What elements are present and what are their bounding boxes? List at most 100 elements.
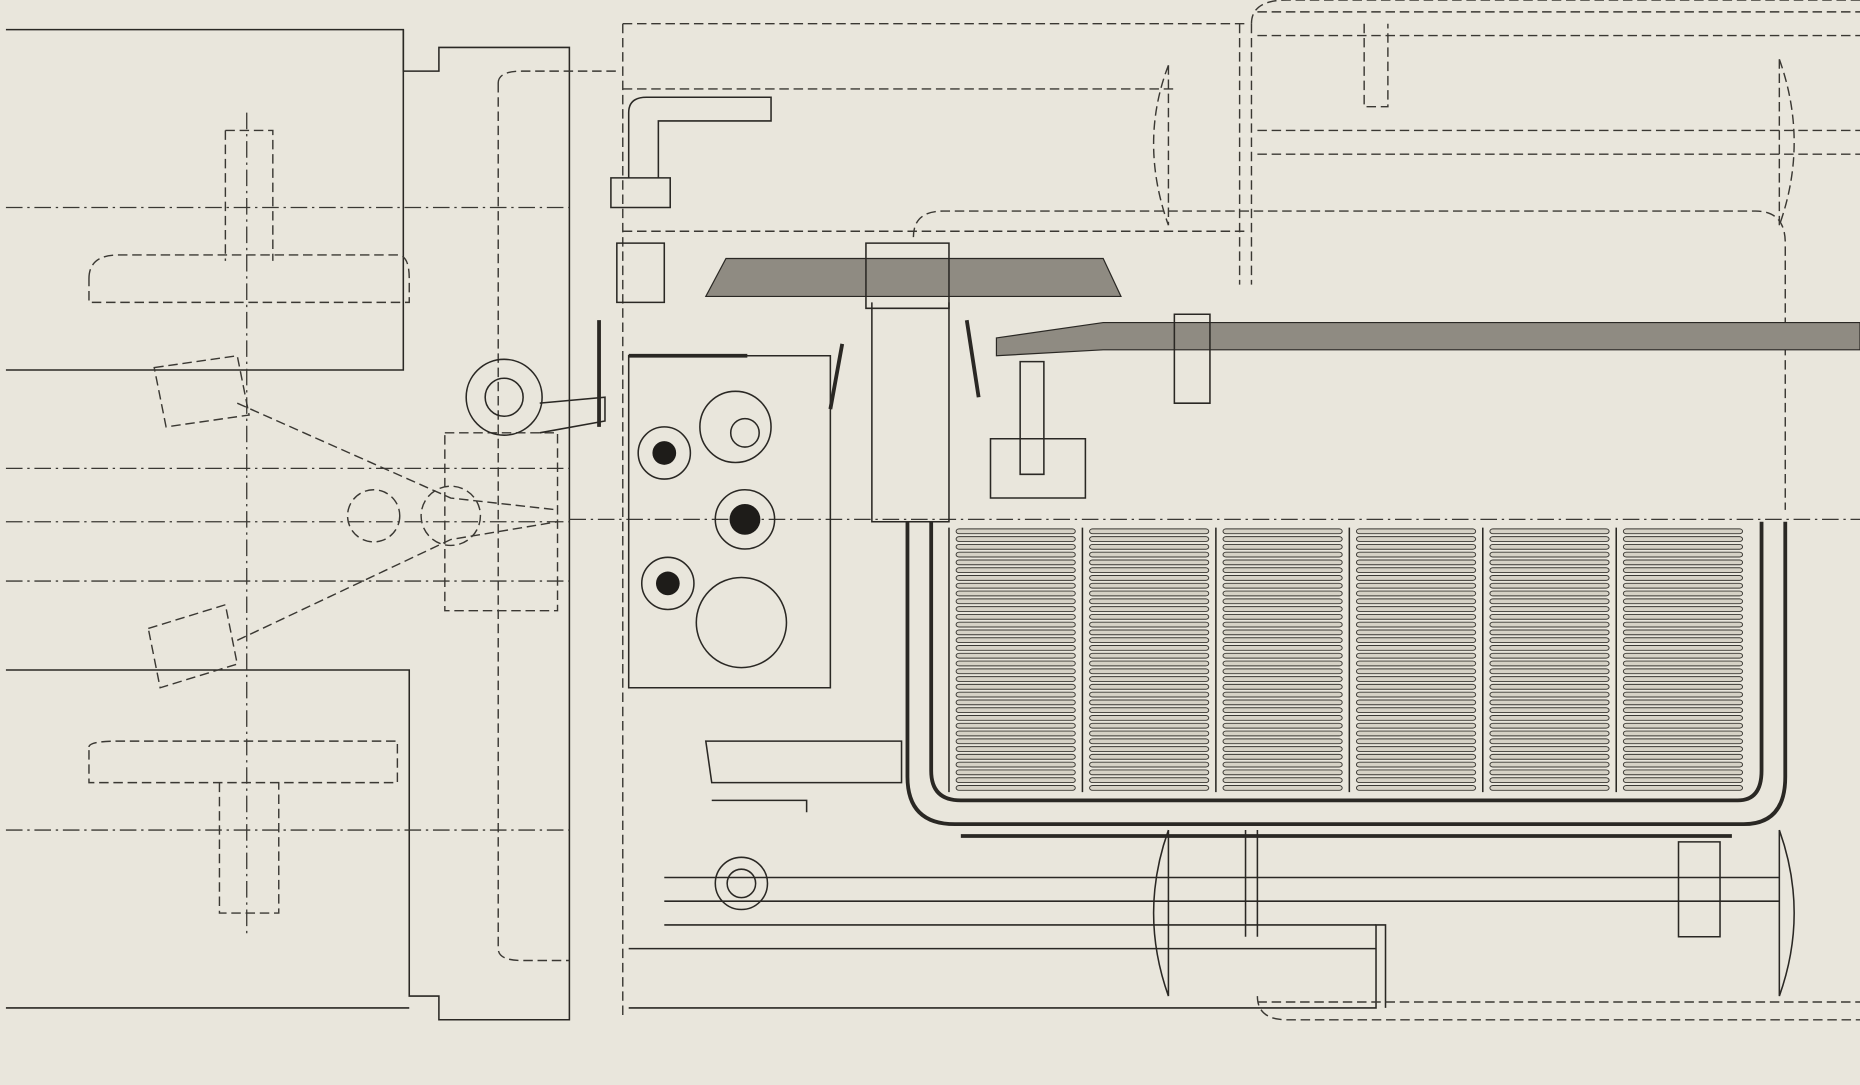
radiator-fin bbox=[1222, 559, 1343, 566]
radiator-fin bbox=[955, 676, 1076, 682]
radiator-fin bbox=[955, 730, 1076, 737]
radiator-fin bbox=[1355, 598, 1477, 605]
radiator-fin bbox=[1222, 590, 1343, 597]
radiator-fin bbox=[955, 528, 1076, 535]
left-frame bbox=[5, 28, 617, 1021]
radiator-fin bbox=[1355, 575, 1477, 581]
radiator-fin bbox=[1222, 551, 1343, 558]
radiator-fin bbox=[1222, 613, 1343, 620]
radiator-fin bbox=[1222, 575, 1343, 581]
radiator-fin bbox=[1222, 730, 1343, 737]
radiator-fin bbox=[1089, 699, 1210, 706]
radiator-fin bbox=[955, 543, 1076, 550]
radiator-fin bbox=[1222, 707, 1343, 714]
radiator-fin bbox=[955, 613, 1076, 620]
radiator-fin bbox=[1222, 691, 1343, 698]
radiator-fin bbox=[1089, 606, 1210, 612]
radiator-fin bbox=[1622, 621, 1744, 628]
radiator-fin bbox=[955, 722, 1076, 729]
radiator-fin bbox=[1489, 753, 1610, 760]
radiator-fin bbox=[1622, 668, 1744, 675]
radiator-fin bbox=[1222, 722, 1343, 729]
radiator-fin bbox=[1089, 746, 1210, 752]
radiator-fin bbox=[1622, 730, 1744, 737]
radiator-fin bbox=[1222, 699, 1343, 706]
radiator-fin bbox=[1622, 769, 1744, 776]
radiator-fin bbox=[1355, 785, 1477, 791]
radiator-fin bbox=[1489, 769, 1610, 776]
radiator-fin bbox=[1089, 769, 1210, 776]
radiator-fin bbox=[1622, 637, 1744, 644]
radiator-fin bbox=[1622, 543, 1744, 550]
radiator-fin bbox=[1622, 660, 1744, 667]
radiator-fin bbox=[1489, 621, 1610, 628]
radiator-fin bbox=[1355, 738, 1477, 745]
radiator-fin bbox=[1355, 707, 1477, 714]
radiator-fin bbox=[1089, 528, 1210, 535]
radiator-fin bbox=[1489, 536, 1610, 542]
radiator-fin bbox=[1489, 590, 1610, 597]
radiator-fin bbox=[1355, 582, 1477, 589]
radiator-fin bbox=[1222, 668, 1343, 675]
radiator-fin bbox=[1622, 536, 1744, 542]
radiator-fin bbox=[1089, 637, 1210, 644]
radiator-fin bbox=[955, 575, 1076, 581]
radiator-fin bbox=[1489, 660, 1610, 667]
radiator-fin bbox=[1089, 536, 1210, 542]
radiator-fin bbox=[1355, 668, 1477, 675]
radiator-fin bbox=[1622, 746, 1744, 752]
radiator-fin bbox=[1622, 785, 1744, 791]
radiator-fin bbox=[1355, 676, 1477, 682]
radiator-fin bbox=[1222, 543, 1343, 550]
propeller-shaft bbox=[989, 313, 1860, 499]
radiator-fin bbox=[1089, 590, 1210, 597]
radiator-fin bbox=[1355, 691, 1477, 698]
radiator-fin bbox=[1089, 652, 1210, 659]
radiator-fin bbox=[1089, 621, 1210, 628]
radiator-fin bbox=[1622, 707, 1744, 714]
radiator-fin bbox=[1089, 683, 1210, 690]
radiator-fin bbox=[1089, 715, 1210, 721]
radiator-fin bbox=[1489, 582, 1610, 589]
radiator-fin bbox=[1089, 645, 1210, 651]
radiator-fin bbox=[1222, 567, 1343, 574]
radiator-fin bbox=[1355, 746, 1477, 752]
radiator-fin bbox=[1355, 715, 1477, 721]
radiator-fin bbox=[1089, 691, 1210, 698]
radiator-fin bbox=[1355, 753, 1477, 760]
radiator-fin bbox=[1622, 691, 1744, 698]
radiator-fin bbox=[955, 637, 1076, 644]
radiator-fin bbox=[955, 668, 1076, 675]
radiator-fin bbox=[1489, 722, 1610, 729]
radiator-fin bbox=[1222, 683, 1343, 690]
radiator-fin bbox=[1622, 761, 1744, 768]
radiator-fin bbox=[955, 715, 1076, 721]
radiator-fin bbox=[1222, 528, 1343, 535]
radiator-fin bbox=[1222, 785, 1343, 791]
radiator-fin bbox=[1089, 722, 1210, 729]
radiator-fin bbox=[1355, 722, 1477, 729]
radiator-fin bbox=[1355, 652, 1477, 659]
radiator-fin bbox=[1222, 746, 1343, 752]
radiator-fin bbox=[1489, 598, 1610, 605]
radiator-fin bbox=[1489, 629, 1610, 636]
radiator-fin bbox=[1489, 613, 1610, 620]
radiator-fin bbox=[955, 761, 1076, 768]
radiator-fin bbox=[1355, 761, 1477, 768]
radiator-fin bbox=[1622, 590, 1744, 597]
radiator-fin bbox=[1622, 629, 1744, 636]
radiator-fin bbox=[1089, 753, 1210, 760]
radiator-fin bbox=[1355, 606, 1477, 612]
lower-tanks bbox=[664, 0, 1860, 1021]
radiator-fin bbox=[1222, 598, 1343, 605]
radiator-fin bbox=[1222, 676, 1343, 682]
radiator-fin bbox=[1355, 629, 1477, 636]
radiator-fin bbox=[1622, 676, 1744, 682]
radiator-fin bbox=[1222, 606, 1343, 612]
radiator-fin bbox=[1489, 738, 1610, 745]
radiator-fin bbox=[1622, 738, 1744, 745]
radiator-fin bbox=[1489, 699, 1610, 706]
radiator-fin bbox=[1089, 575, 1210, 581]
radiator-fin bbox=[1622, 598, 1744, 605]
